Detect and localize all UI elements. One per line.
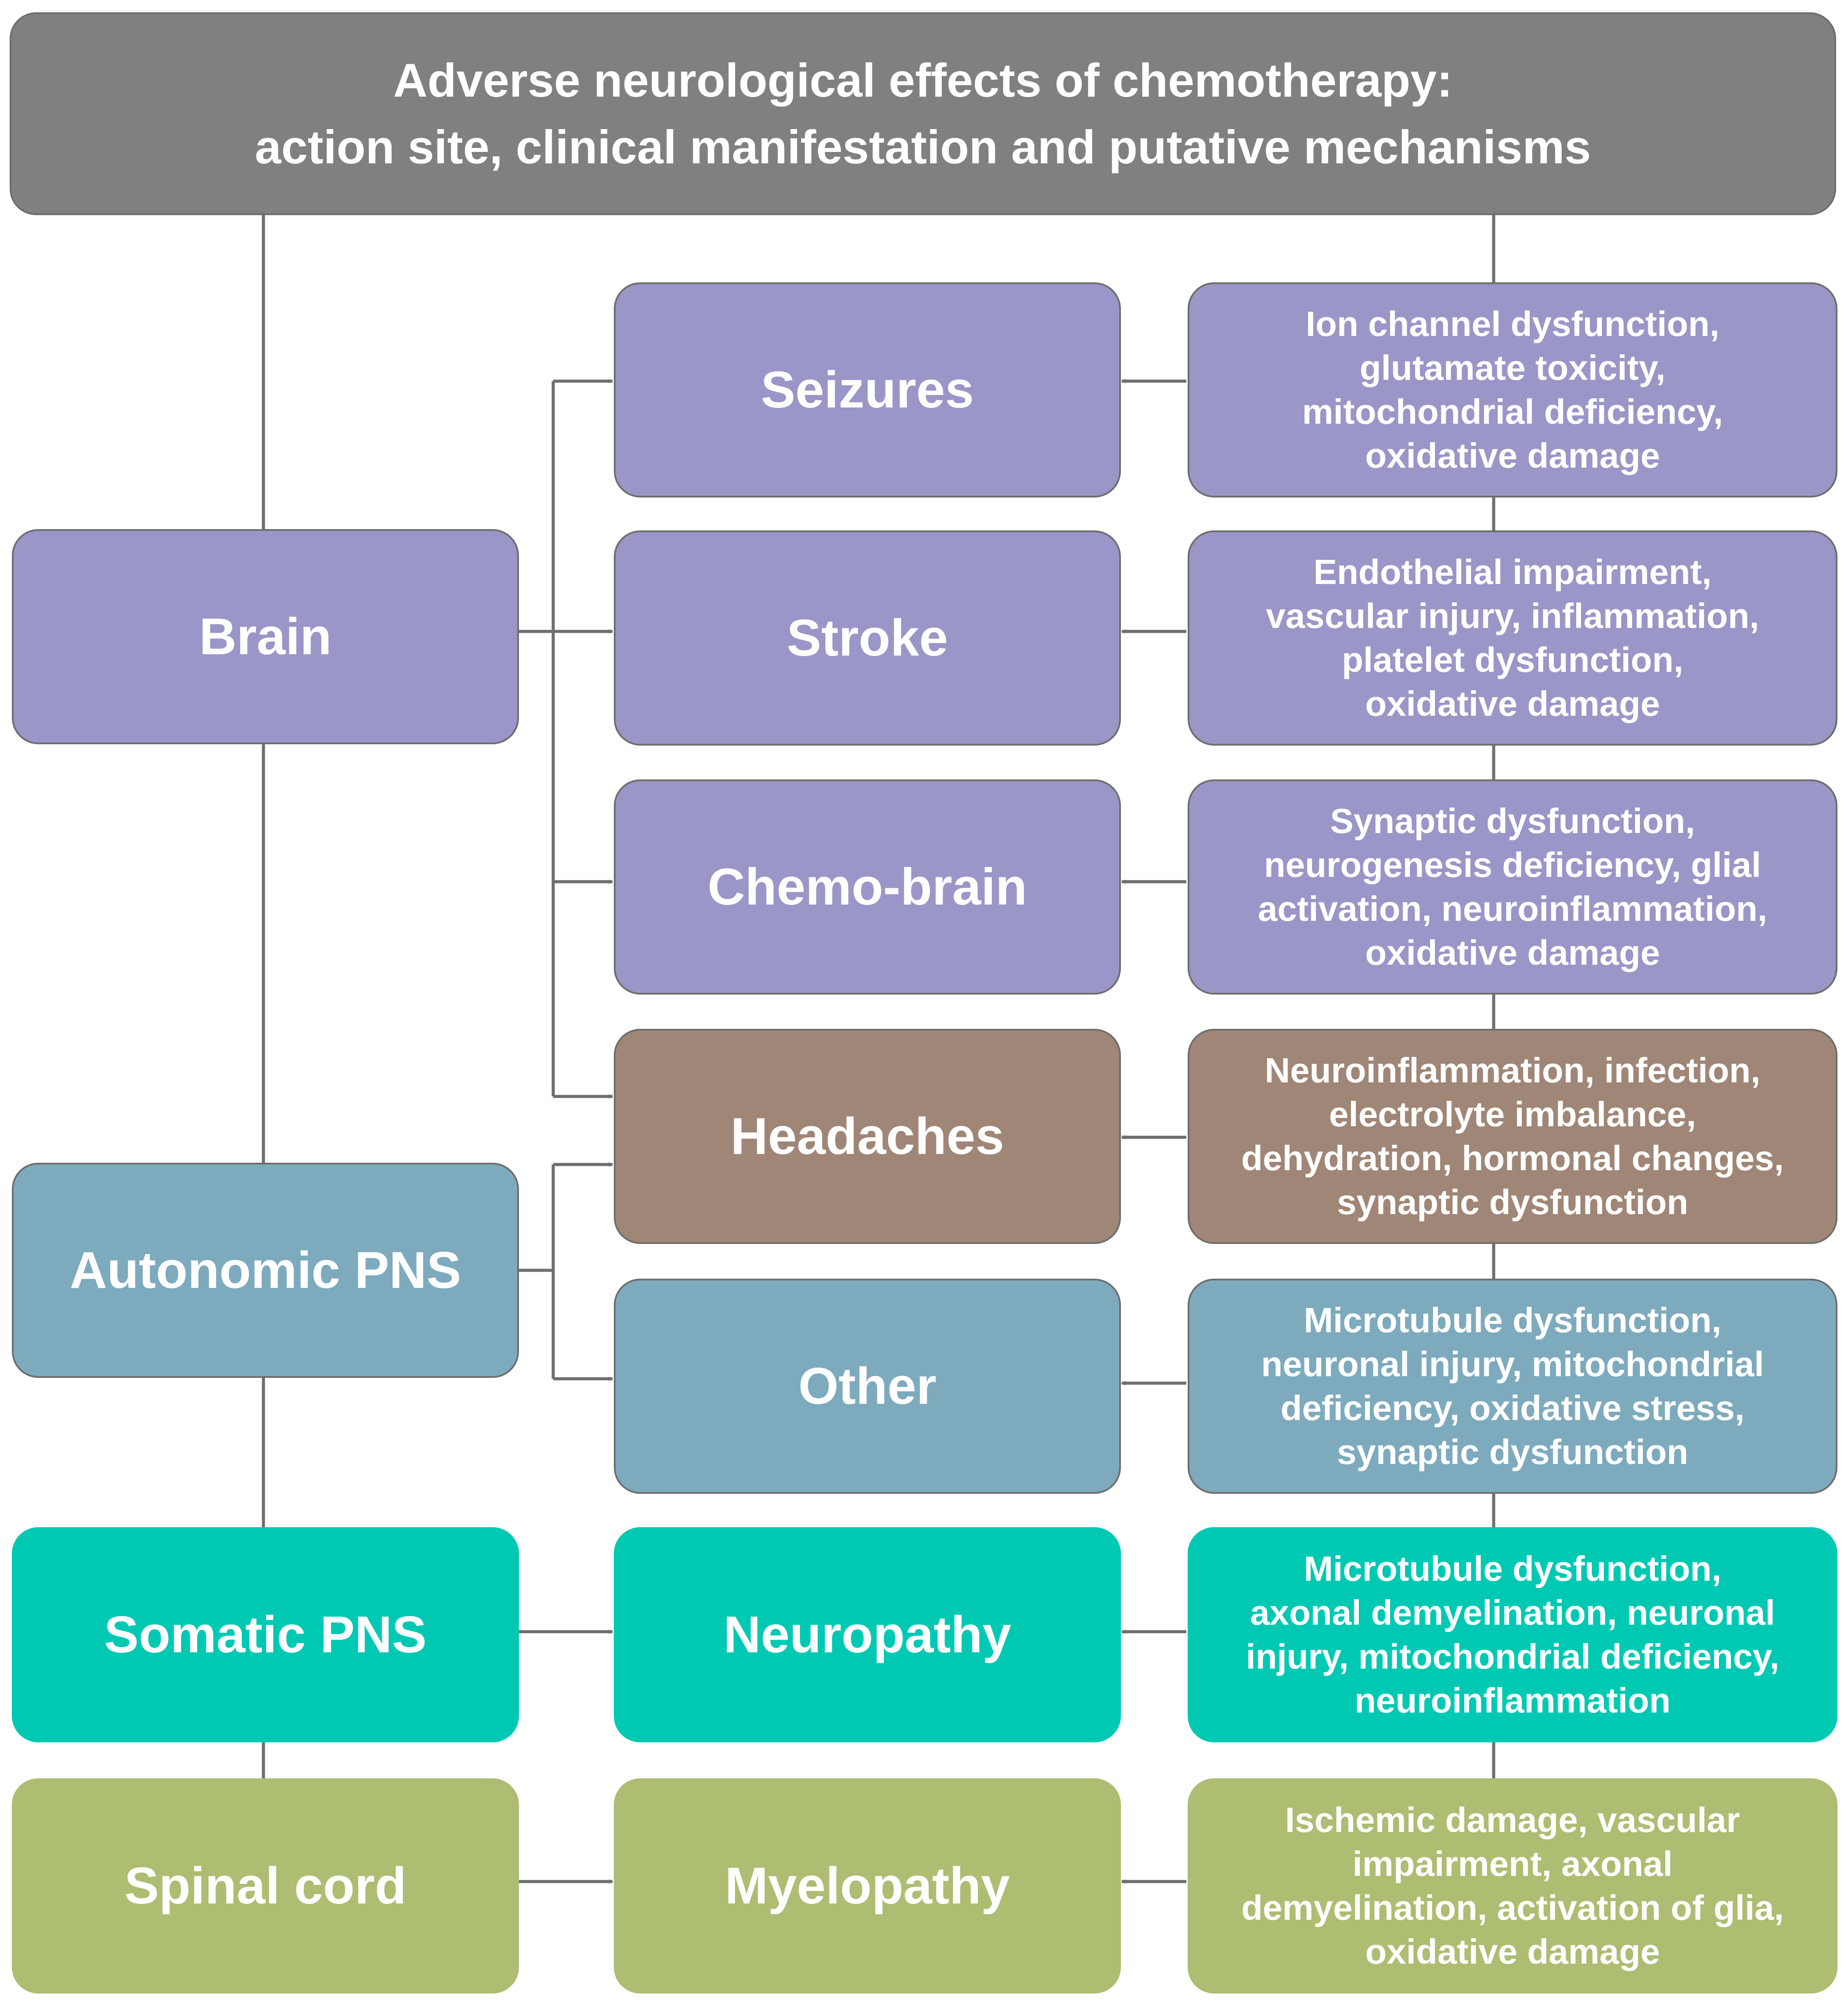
mechanism-myelopathy-line: demyelination, activation of glia,	[1241, 1888, 1784, 1927]
site-brain: Brain	[12, 529, 519, 744]
mechanism-myelopathy-line: oxidative damage	[1365, 1932, 1660, 1971]
mechanism-seizures-line: glutamate toxicity,	[1359, 348, 1666, 387]
mechanism-seizures-line: mitochondrial deficiency,	[1302, 392, 1723, 431]
mechanism-chemo-brain-line: activation, neuroinflammation,	[1257, 889, 1768, 928]
effect-headaches-label: Headaches	[730, 1107, 1005, 1165]
mechanism-headaches-line: synaptic dysfunction	[1336, 1182, 1689, 1222]
effect-stroke: Stroke	[614, 530, 1121, 746]
mechanism-stroke-line: vascular injury, inflammation,	[1266, 596, 1759, 635]
effect-chemo-brain: Chemo-brain	[614, 779, 1121, 995]
mechanism-headaches-line: electrolyte imbalance,	[1329, 1095, 1696, 1134]
site-spinal-cord: Spinal cord	[12, 1778, 519, 1994]
mechanism-headaches-line: dehydration, hormonal changes,	[1241, 1139, 1784, 1178]
effect-seizures-label: Seizures	[760, 361, 974, 419]
mechanism-chemo-brain-line: oxidative damage	[1365, 933, 1660, 972]
mechanism-chemo-brain-line: Synaptic dysfunction,	[1330, 801, 1695, 840]
mechanism-headaches: Neuroinflammation, infection, electrolyt…	[1188, 1029, 1837, 1244]
mechanism-neuropathy-line: neuroinflammation	[1354, 1681, 1671, 1720]
mechanism-myelopathy-line: impairment, axonal	[1352, 1844, 1673, 1883]
title-line-1: Adverse neurological effects of chemothe…	[393, 54, 1453, 107]
effect-neuropathy: Neuropathy	[614, 1527, 1121, 1742]
mechanism-other-line: neuronal injury, mitochondrial	[1261, 1345, 1764, 1384]
effect-headaches: Headaches	[614, 1029, 1121, 1244]
mechanism-chemo-brain: Synaptic dysfunction, neurogenesis defic…	[1188, 779, 1837, 995]
mechanism-myelopathy-line: Ischemic damage, vascular	[1285, 1800, 1740, 1839]
site-spinal-cord-label: Spinal cord	[124, 1857, 407, 1915]
mechanism-neuropathy-line: Microtubule dysfunction,	[1304, 1549, 1722, 1588]
site-somatic-pns-label: Somatic PNS	[104, 1606, 427, 1664]
mechanism-neuropathy-line: axonal demyelination, neuronal	[1250, 1593, 1775, 1632]
site-autonomic-pns: Autonomic PNS	[12, 1163, 519, 1378]
mechanism-stroke-line: platelet dysfunction,	[1342, 640, 1683, 679]
mechanism-seizures-line: oxidative damage	[1365, 436, 1660, 475]
effect-myelopathy: Myelopathy	[614, 1778, 1121, 1994]
mechanism-seizures: Ion channel dysfunction, glutamate toxic…	[1188, 282, 1837, 497]
mechanism-other-line: deficiency, oxidative stress,	[1280, 1388, 1745, 1428]
effect-myelopathy-label: Myelopathy	[724, 1857, 1010, 1915]
site-autonomic-pns-label: Autonomic PNS	[69, 1241, 461, 1299]
title-line-2: action site, clinical manifestation and …	[255, 120, 1591, 173]
effect-other-label: Other	[798, 1357, 937, 1415]
site-brain-label: Brain	[199, 608, 332, 666]
mechanism-other: Microtubule dysfunction, neuronal injury…	[1188, 1279, 1837, 1494]
mechanism-headaches-line: Neuroinflammation, infection,	[1264, 1051, 1761, 1090]
effect-neuropathy-label: Neuropathy	[723, 1606, 1012, 1664]
mechanism-neuropathy-line: injury, mitochondrial deficiency,	[1246, 1637, 1780, 1676]
effect-other: Other	[614, 1279, 1121, 1494]
mechanism-other-line: Microtubule dysfunction,	[1304, 1301, 1722, 1340]
mechanism-other-line: synaptic dysfunction	[1336, 1432, 1689, 1471]
mechanism-chemo-brain-line: neurogenesis deficiency, glial	[1264, 845, 1762, 884]
mechanism-myelopathy: Ischemic damage, vascular impairment, ax…	[1188, 1778, 1837, 1994]
mechanism-stroke-line: Endothelial impairment,	[1313, 552, 1712, 591]
mechanism-seizures-line: Ion channel dysfunction,	[1305, 304, 1720, 343]
effect-stroke-label: Stroke	[786, 609, 948, 667]
mechanism-neuropathy: Microtubule dysfunction, axonal demyelin…	[1188, 1527, 1837, 1742]
diagram-title: Adverse neurological effects of chemothe…	[10, 12, 1836, 215]
mechanism-stroke-line: oxidative damage	[1365, 684, 1660, 723]
mechanism-stroke: Endothelial impairment, vascular injury,…	[1188, 530, 1837, 746]
site-somatic-pns: Somatic PNS	[12, 1527, 519, 1742]
effect-seizures: Seizures	[614, 282, 1121, 497]
effect-chemo-brain-label: Chemo-brain	[707, 858, 1027, 916]
